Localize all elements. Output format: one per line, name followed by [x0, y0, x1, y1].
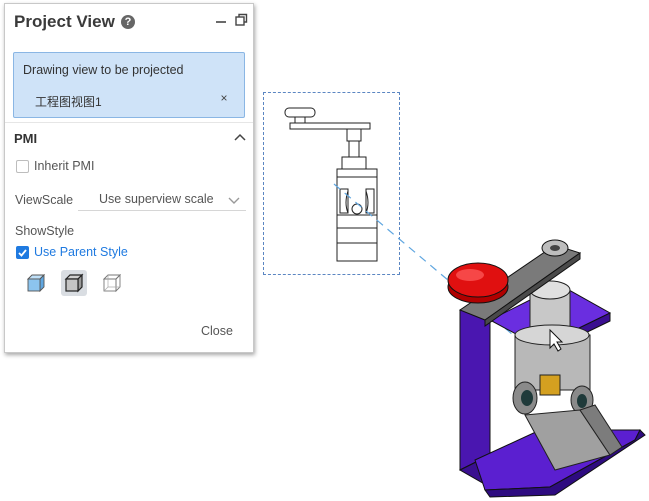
chevron-up-icon[interactable]	[234, 132, 246, 142]
minimize-icon[interactable]	[213, 12, 229, 28]
viewscale-value: Use superview scale	[99, 192, 214, 206]
wireframe-style-icon[interactable]	[99, 270, 125, 296]
inherit-pmi-label: Inherit PMI	[34, 159, 95, 173]
selected-view-item[interactable]: 工程图视图1	[35, 95, 102, 109]
showstyle-label: ShowStyle	[15, 224, 75, 238]
drawing-view-sketch	[284, 107, 378, 262]
remove-selection-icon[interactable]: ×	[220, 91, 228, 105]
section-divider	[5, 122, 253, 123]
close-button[interactable]: Close	[201, 324, 233, 338]
3d-model-view[interactable]	[430, 225, 649, 501]
use-parent-style-checkbox[interactable]	[16, 246, 29, 259]
project-view-panel: Project View ? Drawing view to be projec…	[4, 3, 254, 353]
selection-box[interactable]: Drawing view to be projected 工程图视图1 ×	[13, 52, 245, 118]
shaded-style-icon[interactable]	[23, 270, 49, 296]
inherit-pmi-checkbox[interactable]	[16, 160, 29, 173]
selection-label: Drawing view to be projected	[23, 63, 184, 77]
restore-icon[interactable]	[233, 12, 249, 28]
drawing-view-frame[interactable]	[263, 92, 400, 275]
viewscale-label: ViewScale	[15, 193, 74, 207]
viewscale-dropdown[interactable]: Use superview scale	[78, 190, 246, 211]
panel-title: Project View	[14, 12, 115, 31]
pmi-section-title: PMI	[14, 131, 38, 146]
help-icon[interactable]: ?	[121, 15, 135, 29]
shaded-with-edges-style-icon[interactable]	[61, 270, 87, 296]
chevron-down-icon	[228, 195, 240, 205]
use-parent-style-label: Use Parent Style	[34, 245, 128, 259]
